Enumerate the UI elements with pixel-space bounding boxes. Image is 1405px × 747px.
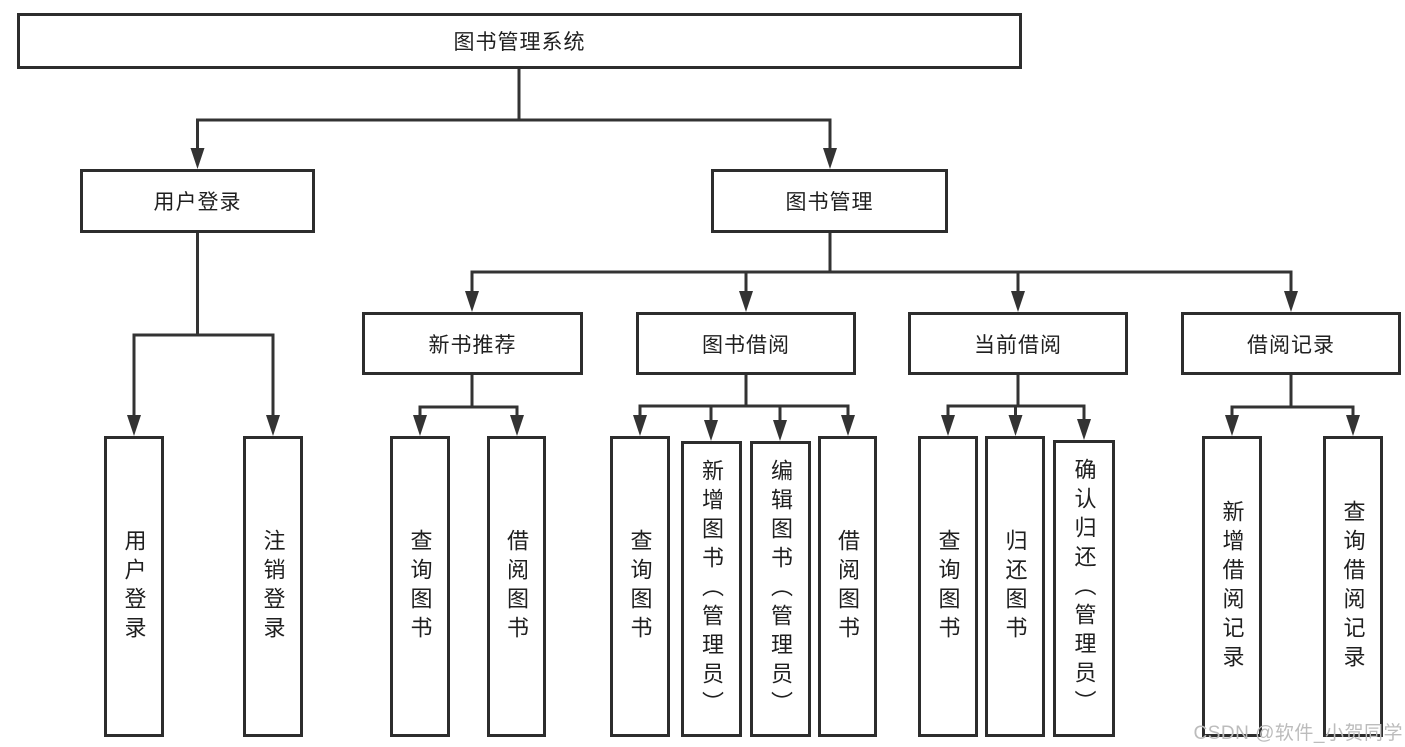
leaf-add-book-admin: 新增图书（管理员） bbox=[681, 441, 742, 737]
leaf-query-borrow-record-label: 查询借阅记录 bbox=[1340, 499, 1366, 674]
node-borrowing-records-label: 借阅记录 bbox=[1247, 333, 1335, 357]
leaf-query-books-recommend: 查询图书 bbox=[390, 436, 450, 737]
node-new-book-recommend-label: 新书推荐 bbox=[428, 333, 517, 357]
node-book-borrowing-label: 图书借阅 bbox=[702, 333, 790, 357]
node-user-login: 用户登录 bbox=[80, 169, 315, 233]
leaf-query-books-borrowing-label: 查询图书 bbox=[627, 528, 653, 645]
leaf-borrow-books-recommend: 借阅图书 bbox=[487, 436, 546, 737]
leaf-add-book-admin-label: 新增图书（管理员） bbox=[699, 458, 725, 720]
node-book-management-label: 图书管理 bbox=[785, 191, 874, 214]
leaf-query-books-current: 查询图书 bbox=[918, 436, 978, 737]
leaf-borrow-books-recommend-label: 借阅图书 bbox=[504, 528, 530, 645]
leaf-query-borrow-record: 查询借阅记录 bbox=[1323, 436, 1383, 737]
leaf-edit-book-admin-label: 编辑图书（管理员） bbox=[768, 458, 794, 720]
node-book-borrowing: 图书借阅 bbox=[636, 312, 856, 375]
leaf-add-borrow-record: 新增借阅记录 bbox=[1202, 436, 1262, 737]
leaf-user-login: 用户登录 bbox=[104, 436, 164, 737]
leaf-logout-label: 注销登录 bbox=[260, 528, 286, 645]
node-user-login-label: 用户登录 bbox=[153, 191, 242, 214]
arrowheads bbox=[127, 148, 1360, 441]
node-current-borrowing-label: 当前借阅 bbox=[974, 333, 1062, 357]
node-current-borrowing: 当前借阅 bbox=[908, 312, 1128, 375]
leaf-borrow-books: 借阅图书 bbox=[818, 436, 877, 737]
node-root-label: 图书管理系统 bbox=[453, 31, 586, 54]
leaf-return-book: 归还图书 bbox=[985, 436, 1045, 737]
leaf-logout: 注销登录 bbox=[243, 436, 303, 737]
leaf-user-login-label: 用户登录 bbox=[121, 528, 147, 645]
connector-lines bbox=[132, 69, 1355, 435]
leaf-confirm-return-admin-label: 确认归还（管理员） bbox=[1071, 458, 1097, 719]
leaf-query-books-recommend-label: 查询图书 bbox=[407, 528, 433, 645]
leaf-confirm-return-admin: 确认归还（管理员） bbox=[1053, 440, 1115, 737]
node-book-management: 图书管理 bbox=[711, 169, 948, 233]
node-new-book-recommend: 新书推荐 bbox=[362, 312, 583, 375]
node-root: 图书管理系统 bbox=[17, 13, 1022, 69]
leaf-query-books-borrowing: 查询图书 bbox=[610, 436, 670, 737]
leaf-query-books-current-label: 查询图书 bbox=[935, 528, 961, 645]
leaf-borrow-books-label: 借阅图书 bbox=[835, 528, 861, 645]
node-borrowing-records: 借阅记录 bbox=[1181, 312, 1401, 375]
leaf-add-borrow-record-label: 新增借阅记录 bbox=[1219, 499, 1245, 674]
leaf-edit-book-admin: 编辑图书（管理员） bbox=[750, 441, 811, 737]
leaf-return-book-label: 归还图书 bbox=[1002, 528, 1028, 645]
